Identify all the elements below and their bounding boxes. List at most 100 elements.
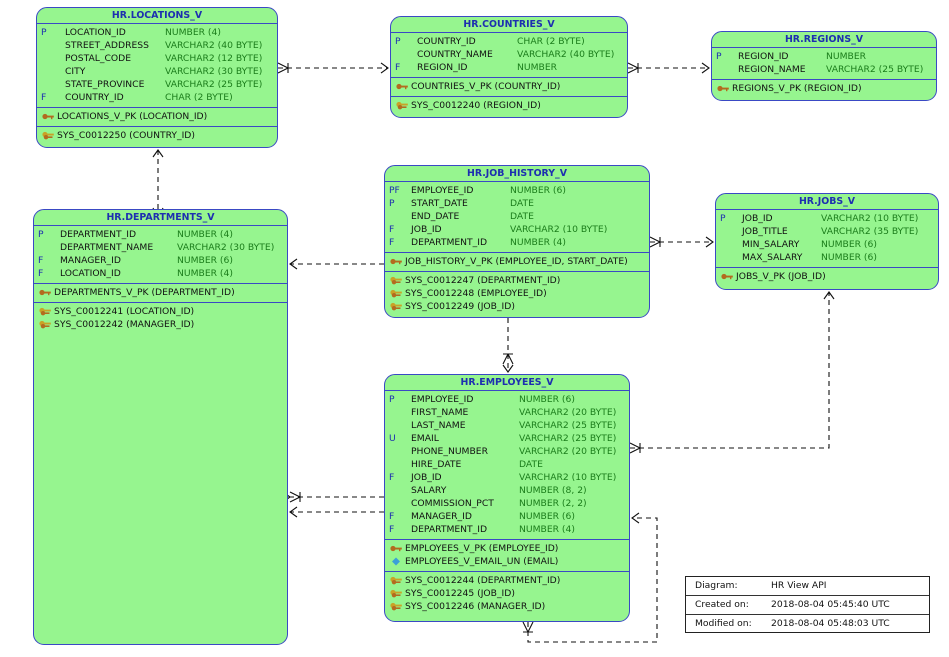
- foreign-key-row[interactable]: SYS_C0012245 (JOB_ID): [385, 587, 629, 600]
- legend-row-created: Created on: 2018-08-04 05:45:40 UTC: [686, 596, 929, 615]
- legend-row-modified: Modified on: 2018-08-04 05:48:03 UTC: [686, 615, 929, 633]
- column-name: JOB_ID: [742, 213, 773, 224]
- entity-title: HR.REGIONS_V: [784, 34, 864, 45]
- primary-key-row[interactable]: EMPLOYEES_V_PK (EMPLOYEE_ID): [385, 542, 629, 555]
- column-row[interactable]: DEPARTMENT_NAME VARCHAR2 (30 BYTE): [34, 241, 287, 254]
- column-type: VARCHAR2 (40 BYTE): [517, 49, 615, 60]
- column-row[interactable]: SALARY NUMBER (8, 2): [385, 484, 629, 497]
- column-name: LAST_NAME: [411, 420, 466, 431]
- column-key-flag: F: [389, 511, 395, 522]
- unique-key-row[interactable]: EMPLOYEES_V_EMAIL_UN (EMAIL): [385, 555, 629, 568]
- primary-key-row[interactable]: COUNTRIES_V_PK (COUNTRY_ID): [391, 80, 627, 93]
- column-type: CHAR (2 BYTE): [165, 92, 233, 103]
- foreign-key-row[interactable]: SYS_C0012240 (REGION_ID): [391, 99, 627, 112]
- legend-modified-value: 2018-08-04 05:48:03 UTC: [771, 618, 890, 629]
- column-name: PHONE_NUMBER: [411, 446, 488, 457]
- column-name: DEPARTMENT_ID: [411, 237, 488, 248]
- foreign-key-row[interactable]: SYS_C0012246 (MANAGER_ID): [385, 600, 629, 613]
- primary-key-row[interactable]: REGIONS_V_PK (REGION_ID): [712, 82, 936, 95]
- foreign-key-row[interactable]: SYS_C0012247 (DEPARTMENT_ID): [385, 274, 649, 287]
- column-key-flag: F: [389, 472, 395, 483]
- foreign-key-label: SYS_C0012241 (LOCATION_ID): [54, 306, 195, 317]
- crows-foot-marker: [277, 62, 289, 74]
- foreign-key-row[interactable]: SYS_C0012242 (MANAGER_ID): [34, 318, 287, 331]
- column-type: NUMBER (6): [519, 511, 575, 522]
- foreign-key-row[interactable]: SYS_C0012244 (DEPARTMENT_ID): [385, 574, 629, 587]
- primary-key-label: DEPARTMENTS_V_PK (DEPARTMENT_ID): [54, 287, 235, 298]
- column-type: NUMBER (6): [821, 252, 877, 263]
- column-type: VARCHAR2 (10 BYTE): [821, 213, 919, 224]
- primary-key-row[interactable]: LOCATIONS_V_PK (LOCATION_ID): [37, 110, 277, 123]
- key-section: REGIONS_V_PK (REGION_ID): [712, 79, 936, 98]
- foreign-key-row[interactable]: SYS_C0012250 (COUNTRY_ID): [37, 129, 277, 142]
- foreign-key-label: SYS_C0012250 (COUNTRY_ID): [57, 130, 195, 141]
- foreign-key-row[interactable]: SYS_C0012249 (JOB_ID): [385, 300, 649, 313]
- column-name: LOCATION_ID: [60, 268, 121, 279]
- foreign-key-icon: [396, 101, 408, 110]
- column-type: VARCHAR2 (10 BYTE): [510, 224, 608, 235]
- column-name: DEPARTMENT_NAME: [60, 242, 154, 253]
- column-name: MIN_SALARY: [742, 239, 800, 250]
- column-type: NUMBER (4): [510, 237, 566, 248]
- column-type: CHAR (2 BYTE): [517, 36, 585, 47]
- column-name: COUNTRY_ID: [65, 92, 124, 103]
- column-type: DATE: [510, 198, 534, 209]
- arrowhead: [380, 62, 389, 74]
- column-type: NUMBER (8, 2): [519, 485, 587, 496]
- column-name: JOB_ID: [411, 224, 442, 235]
- foreign-key-row[interactable]: SYS_C0012248 (EMPLOYEE_ID): [385, 287, 649, 300]
- key-icon: [721, 273, 733, 280]
- primary-key-row[interactable]: DEPARTMENTS_V_PK (DEPARTMENT_ID): [34, 286, 287, 299]
- column-name: POSTAL_CODE: [65, 53, 132, 64]
- key-section: LOCATIONS_V_PK (LOCATION_ID): [37, 107, 277, 126]
- primary-key-row[interactable]: JOB_HISTORY_V_PK (EMPLOYEE_ID, START_DAT…: [385, 255, 649, 268]
- arrowhead: [823, 291, 835, 300]
- key-icon: [390, 545, 402, 552]
- column-type: VARCHAR2 (30 BYTE): [177, 242, 275, 253]
- foreign-key-row[interactable]: SYS_C0012241 (LOCATION_ID): [34, 305, 287, 318]
- column-name: SALARY: [411, 485, 447, 496]
- primary-key-row[interactable]: JOBS_V_PK (JOB_ID): [716, 270, 938, 283]
